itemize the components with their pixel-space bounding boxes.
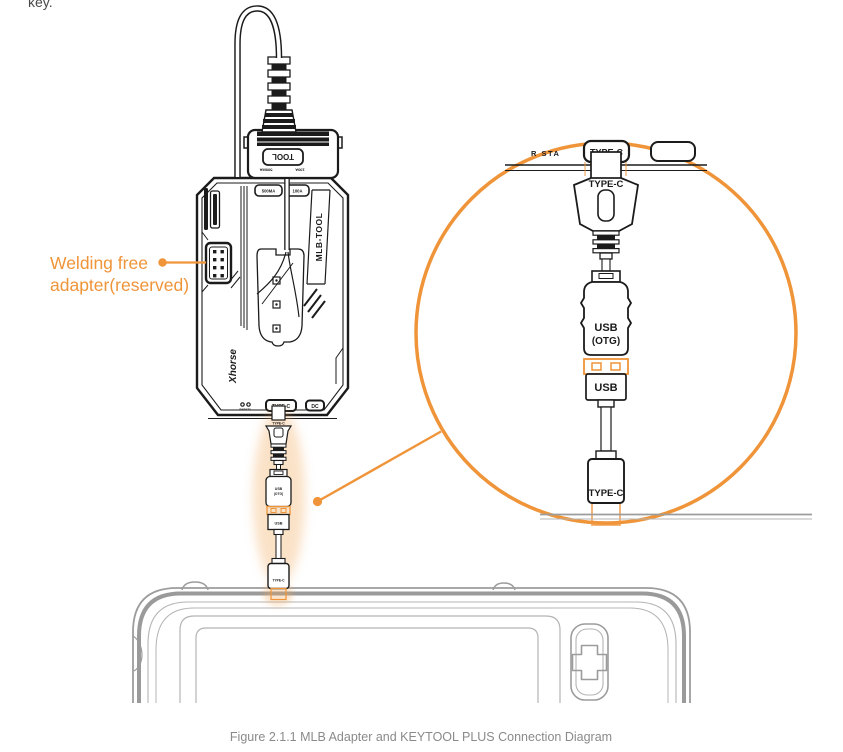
magnified-status-label: R STA bbox=[531, 149, 560, 158]
magnified-dc-port-partial bbox=[650, 141, 696, 162]
magnified-strain-ribs bbox=[592, 230, 620, 254]
tablet-top-bump-right bbox=[492, 582, 516, 591]
tablet-top-bump-left bbox=[181, 581, 209, 591]
welding-free-port bbox=[204, 241, 233, 285]
callout-line2: adapter(reserved) bbox=[50, 275, 189, 295]
led-sta-label: STA bbox=[246, 408, 251, 412]
center-recess bbox=[256, 248, 305, 347]
rating-ma-label: 500MA bbox=[262, 189, 276, 194]
status-leds: PWR STA bbox=[239, 402, 251, 412]
callout-welding-free: Welding free adapter(reserved) bbox=[50, 253, 206, 295]
dc-port-label: DC bbox=[311, 404, 319, 410]
screen bbox=[195, 627, 539, 703]
cable-strain-ribs bbox=[270, 443, 287, 461]
cable-usb-label: USB bbox=[274, 522, 282, 526]
side-slots bbox=[204, 188, 221, 230]
mlb-adapter: MLB-TOOL Xhorse 500MA 100A bbox=[195, 5, 350, 419]
obd-rating-ma: 500MA bbox=[259, 168, 272, 173]
callout-dot bbox=[158, 258, 167, 267]
cable-otg-adapter: USB (OTG) bbox=[265, 475, 292, 508]
magnified-otg-adapter: USB (OTG) bbox=[579, 281, 633, 356]
obd-connector: TOOL 500MA 100A bbox=[243, 128, 343, 180]
cable-otg-line1: USB bbox=[275, 487, 283, 491]
obd-rating-a: 100A bbox=[295, 168, 305, 173]
typec-plug-tab bbox=[271, 405, 286, 421]
figure-caption: Figure 2.1.1 MLB Adapter and KEYTOOL PLU… bbox=[230, 730, 612, 744]
cable-typec-bottom-label: TYPE-C bbox=[272, 579, 285, 583]
solder-pads bbox=[272, 276, 281, 333]
magnifier-circle: R STA TYPE-C TYPE-C bbox=[414, 139, 812, 526]
tablet-cross-button[interactable] bbox=[570, 623, 609, 701]
magnified-otg-line1: USB bbox=[594, 322, 617, 334]
magnifier-leader bbox=[312, 430, 442, 507]
screen-bezel bbox=[179, 615, 561, 703]
cable-otg-line2: (OTG) bbox=[274, 492, 283, 496]
clipped-page-text: key. bbox=[28, 0, 53, 10]
magnified-otg-line2: (OTG) bbox=[592, 336, 620, 347]
magnified-tablet-edge bbox=[540, 513, 812, 520]
obd-plug-label: TOOL bbox=[272, 152, 294, 161]
dc-port: DC bbox=[305, 399, 325, 412]
model-label: MLB-TOOL bbox=[314, 213, 324, 262]
magnified-plug-typec-bottom-label: TYPE-C bbox=[589, 488, 624, 499]
magnifier-leader-dot bbox=[312, 496, 323, 507]
cable-typec-top-label: TYPE-C bbox=[272, 422, 285, 426]
port-pins bbox=[213, 250, 224, 278]
plus-icon bbox=[571, 644, 608, 681]
led-pwr-label: PWR bbox=[239, 408, 245, 412]
magnified-plug-typec-top-label: TYPE-C bbox=[589, 179, 624, 190]
magnified-usb-connector: USB bbox=[583, 358, 629, 401]
keytool-plus-tablet bbox=[132, 581, 691, 703]
obd-cable bbox=[234, 5, 290, 250]
inline-cable-assembly: TYPE-C USB (OTG) USB bbox=[253, 405, 305, 606]
magnified-plug-stack: TYPE-C USB (OTG) bbox=[573, 151, 639, 526]
magnified-usb-label: USB bbox=[594, 382, 617, 394]
brand-logo: Xhorse bbox=[228, 349, 239, 384]
cable-typec-bottom: TYPE-C bbox=[267, 562, 290, 601]
rating-a-label: 100A bbox=[292, 189, 302, 194]
callout-line1: Welding free bbox=[50, 253, 148, 273]
model-label-panel: MLB-TOOL bbox=[306, 189, 331, 285]
strain-relief bbox=[261, 56, 297, 133]
typec-tip-ghost bbox=[270, 587, 287, 601]
